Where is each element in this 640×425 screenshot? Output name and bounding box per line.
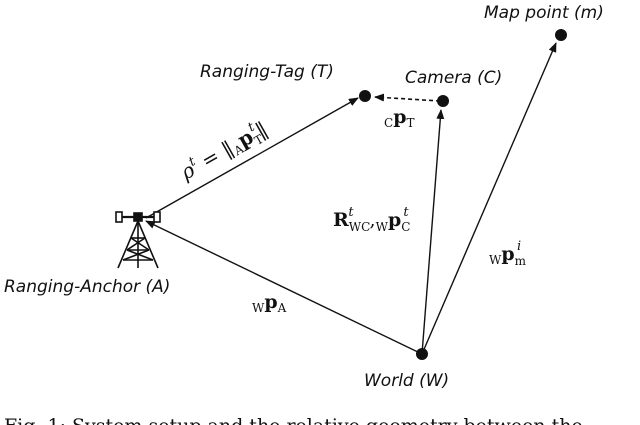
node-world	[416, 348, 428, 360]
label-world: World (W)	[364, 371, 449, 391]
node-camera	[437, 95, 449, 107]
ct-sub-t: T	[406, 116, 414, 130]
label-map-point: Map point (m)	[484, 3, 604, 23]
wc-sub-w: W	[376, 220, 389, 234]
edge-world-to-map-point	[421, 42, 557, 355]
ct-p: p	[393, 106, 406, 128]
range-eq: = ‖	[191, 136, 238, 177]
label-range: ρt = ‖ApTt‖	[175, 115, 273, 188]
wa-sub-w: W	[252, 301, 265, 315]
label-camera-to-tag: CpT	[384, 106, 415, 130]
ct-sub-c: C	[384, 116, 393, 130]
node-ranging-tag	[359, 90, 371, 102]
wm-sub-w: W	[489, 253, 502, 267]
wc-sub-c: C	[401, 220, 410, 234]
wa-sub-a: A	[277, 301, 287, 315]
figure-caption: Fig. 1: System setup and the relative ge…	[4, 415, 583, 425]
wc-r: R	[333, 209, 349, 231]
wc-p: p	[388, 209, 401, 231]
edge-world-to-anchor	[145, 220, 423, 355]
edge-anchor-to-tag	[145, 97, 359, 219]
antenna-tower-icon	[115, 211, 161, 269]
label-camera: Camera (C)	[405, 68, 502, 88]
wm-sup-i: i	[517, 239, 521, 254]
wc-sup-t2: t	[403, 205, 409, 220]
wc-comma: ,	[370, 209, 376, 231]
wm-sub-m: m	[515, 254, 527, 268]
edge-world-to-camera	[421, 109, 445, 355]
wc-sup-t: t	[348, 205, 354, 220]
edge-camera-to-tag	[374, 93, 441, 102]
wa-p: p	[264, 291, 277, 313]
node-map-point	[555, 29, 567, 41]
wc-sub-wc: WC	[349, 220, 371, 234]
label-world-to-map: Wpmi	[489, 239, 527, 268]
label-ranging-tag: Ranging-Tag (T)	[200, 62, 334, 82]
label-world-to-anchor: WpA	[252, 291, 287, 315]
label-world-to-camera: RWCt,WpCt	[333, 205, 410, 234]
label-ranging-anchor: Ranging-Anchor (A)	[4, 277, 170, 297]
wm-p: p	[501, 243, 514, 265]
svg-text:ρt = ‖ApTt‖: ρt = ‖ApTt‖	[175, 115, 273, 188]
